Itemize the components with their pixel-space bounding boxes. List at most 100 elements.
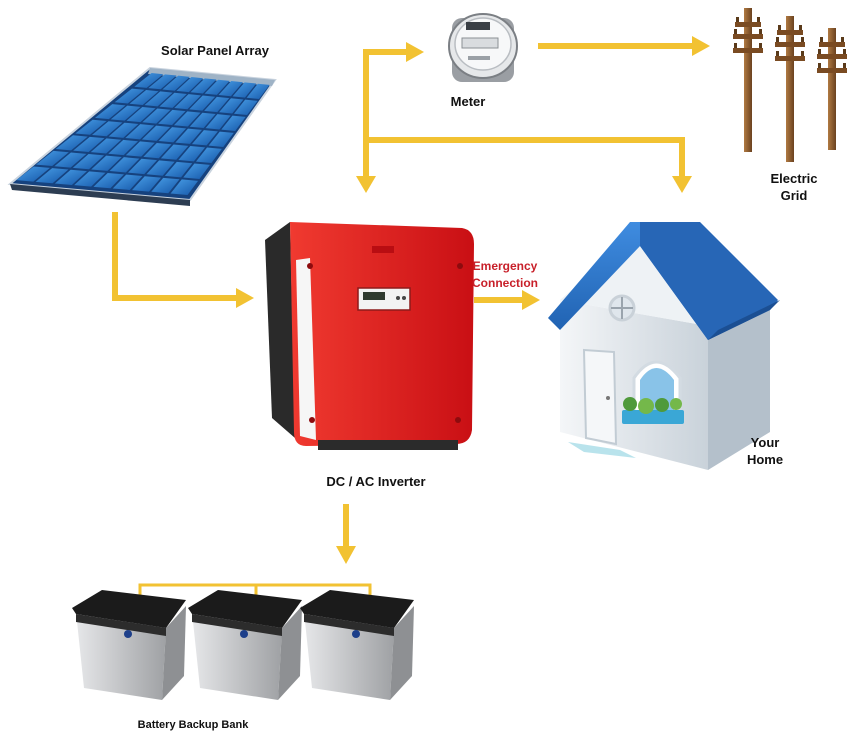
arrowhead-meter: [406, 42, 424, 62]
solar-cell: [175, 128, 202, 144]
solar-cell: [232, 82, 257, 98]
solar-cell: [54, 152, 87, 168]
solar-cell: [93, 172, 124, 189]
flow-arrows: [112, 43, 695, 548]
solar-cell: [204, 79, 230, 95]
label-electric-grid-line2: Grid: [780, 188, 808, 203]
solar-cell: [91, 155, 122, 171]
solar-cell: [170, 179, 199, 195]
solar-cell: [158, 109, 186, 126]
solar-cell: [75, 119, 107, 135]
solar-cell: [160, 144, 189, 160]
solar-cell: [195, 147, 222, 163]
solar-cell: [233, 99, 258, 115]
label-emergency-line2: Connection: [472, 276, 538, 290]
solar-cell: [178, 145, 206, 162]
solar-cell: [90, 138, 122, 154]
solar-cell: [158, 127, 187, 143]
label-solar-panel-array: Solar Panel Array: [161, 43, 269, 58]
battery-unit-icon: [72, 590, 186, 700]
solar-cell: [148, 74, 177, 90]
solar-cell: [35, 168, 69, 184]
solar-cell: [16, 166, 50, 182]
solar-cell: [189, 95, 216, 111]
solar-cell: [141, 125, 171, 141]
solar-cell: [164, 161, 193, 178]
arrowhead-home: [672, 176, 692, 193]
label-home-line2: Home: [746, 452, 784, 467]
label-home-line1: Your: [750, 435, 780, 450]
label-emergency-connection: Emergency Connection: [462, 258, 548, 292]
label-battery-backup-bank: Battery Backup Bank: [137, 719, 249, 731]
utility-pole-icon: [817, 28, 847, 150]
solar-cell: [174, 94, 201, 110]
electric-grid-image: [733, 8, 847, 162]
solar-cell: [134, 73, 164, 88]
label-electric-grid: Electric Grid: [752, 170, 836, 204]
solar-cell: [108, 122, 139, 138]
arrowhead-inverter: [236, 288, 254, 308]
solar-cell: [125, 141, 155, 157]
solar-cell: [129, 89, 159, 105]
solar-cell: [205, 114, 231, 130]
solar-cell: [73, 136, 105, 152]
solar-cell: [189, 112, 216, 129]
solar-cell: [109, 157, 140, 173]
label-meter: Meter: [450, 94, 486, 109]
arrowhead-loop-down: [356, 176, 376, 193]
solar-cell: [221, 115, 246, 131]
solar-cell: [190, 78, 217, 94]
solar-panel-image: [7, 66, 277, 206]
home-image: [548, 222, 780, 470]
solar-cell: [151, 177, 180, 194]
solar-cell: [191, 130, 218, 146]
solar-cell: [55, 135, 88, 151]
solar-cell: [173, 111, 201, 127]
label-emergency-line1: Emergency: [472, 259, 538, 273]
solar-cell: [159, 92, 187, 108]
arrowhead-battery: [336, 546, 356, 564]
inverter-image: [265, 222, 474, 450]
battery-unit-icon: [300, 590, 414, 700]
arrow-branch-to-home: [366, 137, 685, 180]
solar-cell: [219, 98, 244, 114]
label-electric-grid-line1: Electric: [770, 171, 818, 186]
solar-cell: [128, 158, 158, 175]
solar-cell: [94, 104, 126, 120]
solar-cell: [125, 124, 155, 140]
arrow-heads: [236, 36, 710, 564]
solar-cell: [183, 163, 210, 179]
arrow-loop-to-meter: [363, 49, 410, 180]
label-your-home: Your Home: [730, 434, 800, 468]
arrowhead-grid: [692, 36, 710, 56]
label-inverter: DC / AC Inverter: [326, 474, 426, 489]
utility-pole-icon: [775, 16, 805, 162]
solar-cell: [110, 105, 141, 121]
solar-cell: [142, 108, 171, 124]
solar-cell: [126, 107, 156, 123]
battery-bank-image: [72, 590, 414, 700]
meter-image: [448, 13, 518, 82]
solar-cell: [246, 83, 270, 99]
arrowhead-emergency: [522, 290, 540, 310]
solar-cell: [146, 160, 175, 176]
solar-cell: [36, 150, 69, 167]
solar-cell: [112, 174, 143, 190]
solar-cell: [204, 96, 230, 113]
solar-cell: [74, 171, 106, 187]
solar-cell: [54, 169, 87, 185]
battery-unit-icon: [188, 590, 302, 700]
solar-cell: [91, 121, 123, 137]
solar-cell: [144, 91, 173, 107]
solar-cell: [162, 75, 190, 91]
solar-cell: [108, 139, 139, 156]
solar-cell: [176, 77, 204, 93]
solar-cell: [114, 88, 145, 104]
arrow-solar-to-inverter: [112, 212, 238, 301]
solar-cell: [132, 176, 162, 192]
solar-cell: [208, 131, 234, 147]
solar-cell: [143, 142, 172, 159]
utility-pole-icon: [733, 8, 763, 152]
